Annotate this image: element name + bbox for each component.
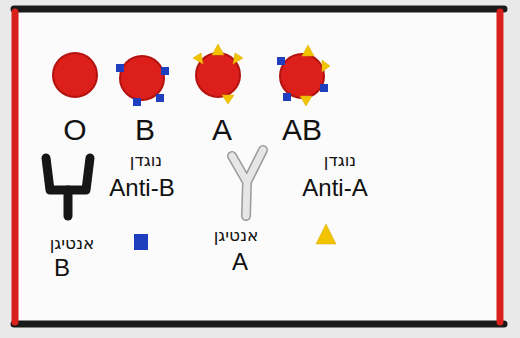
antigen-a [212,44,224,55]
bottom-border [14,321,504,328]
cell-o [53,53,97,97]
anti-a-antibody [232,150,263,216]
blood-type-label: AB [282,115,322,145]
antibody-name: Anti-B [109,176,174,200]
antigen-a [222,95,234,104]
antigen-b-marks [116,57,328,106]
antigen-a [322,60,330,72]
antibody-label: נוגדן [130,152,162,169]
antigen-b [283,93,291,101]
antigen-b-key [134,234,148,250]
antibody-stem [64,190,73,216]
antigen-b [133,98,141,106]
antibody-arms [46,158,90,190]
blood-type-label: A [212,115,232,145]
blood-type-label: B [135,115,155,145]
blood-type-label: O [63,115,86,145]
antigen-a [302,45,314,56]
cell-b [120,56,164,100]
antigen-a [233,53,243,64]
antibody-name: Anti-A [302,176,367,200]
cell-a [196,53,240,97]
antigen-label: אנטיגן [50,235,95,252]
left-border [12,12,19,322]
antigen-a-marks [193,44,330,106]
antibody-label: נוגדן [324,152,356,169]
antigen-b [320,84,328,92]
cell-ab [280,54,324,98]
board [12,8,504,326]
antigen-b [116,64,124,72]
antigen-label: אנטיגן [214,227,259,244]
anti-b-antibody [46,158,90,216]
antibody-outline [232,150,263,216]
antibody-body [232,150,263,216]
antigen-name: B [54,256,70,280]
top-border [14,6,504,13]
antigen-b [277,57,285,65]
antigen-a [300,96,312,106]
right-border [497,12,504,322]
antigen-a [193,53,203,64]
antigen-b [156,94,164,102]
antigen-a-key [316,224,336,244]
antigen-name: A [232,250,248,274]
red-blood-cells [53,53,324,100]
antigen-b [161,67,169,75]
